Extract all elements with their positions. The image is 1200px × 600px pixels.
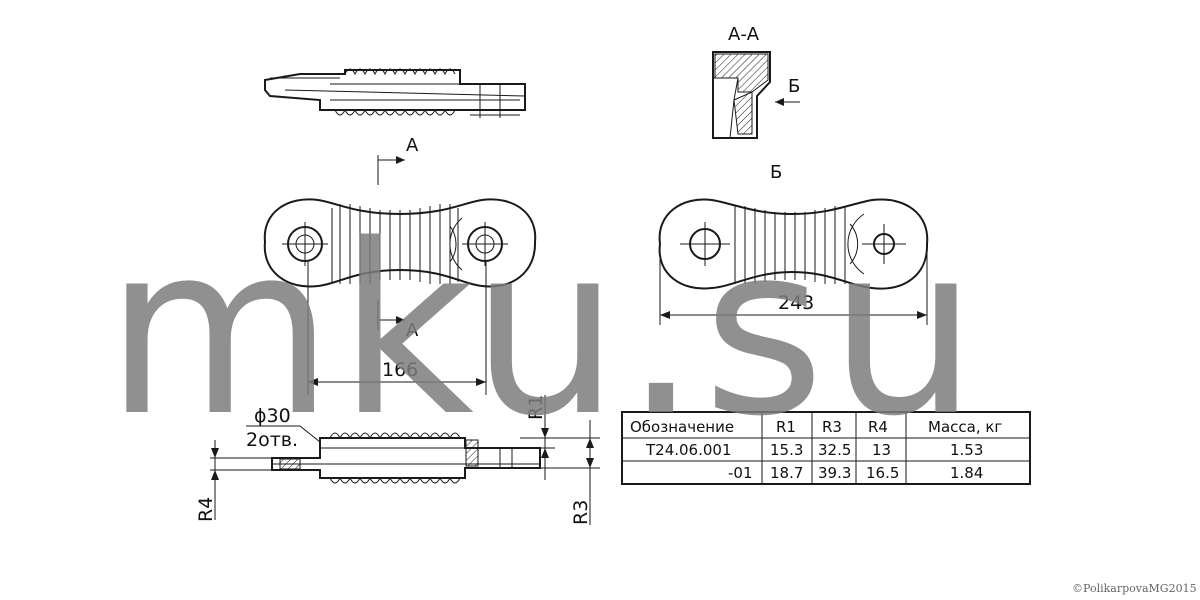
- table-header-designation: Обозначение: [630, 418, 734, 436]
- spec-table: Обозначение R1 R3 R4 Масса, кг Т24.06.00…: [621, 411, 1031, 485]
- table-cell: 39.3: [818, 464, 851, 482]
- table-header-r3: R3: [822, 418, 842, 436]
- table-cell: 15.3: [770, 441, 803, 459]
- table-cell: 13: [872, 441, 891, 459]
- dim-243: 243: [778, 292, 814, 314]
- cut-a-top-label: A: [406, 135, 419, 156]
- arrow-b-label: Б: [788, 76, 800, 97]
- bottom-view: ϕ30 2отв. R4 R1 R3: [195, 395, 600, 525]
- cut-a-bottom-label: A: [406, 320, 419, 341]
- section-a-a: А-А Б: [712, 24, 800, 139]
- dim-r4: R4: [195, 497, 217, 522]
- table-cell: Т24.06.001: [645, 441, 732, 459]
- dim-r1: R1: [525, 395, 547, 420]
- table-cell: 32.5: [818, 441, 851, 459]
- front-view: A A 166: [263, 135, 537, 395]
- dim-holes: 2отв.: [246, 429, 298, 451]
- copyright-text: ©PolikarpovaMG2015: [1072, 582, 1197, 595]
- top-side-view: [264, 68, 526, 118]
- table-cell: 1.53: [950, 441, 983, 459]
- table-cell: 18.7: [770, 464, 803, 482]
- watermark: mku.su: [105, 195, 982, 468]
- view-b-label: Б: [770, 162, 782, 183]
- table-cell: 1.84: [950, 464, 983, 482]
- table-header-r4: R4: [868, 418, 888, 436]
- dim-dia-30: ϕ30: [254, 405, 291, 427]
- table-header-mass: Масса, кг: [928, 418, 1002, 436]
- table-header-r1: R1: [776, 418, 796, 436]
- table-cell: -01: [728, 464, 753, 482]
- dim-166: 166: [382, 359, 418, 381]
- view-b: Б 243: [658, 162, 929, 325]
- section-aa-label: А-А: [728, 24, 760, 45]
- table-cell: 16.5: [866, 464, 899, 482]
- dim-r3: R3: [570, 500, 592, 525]
